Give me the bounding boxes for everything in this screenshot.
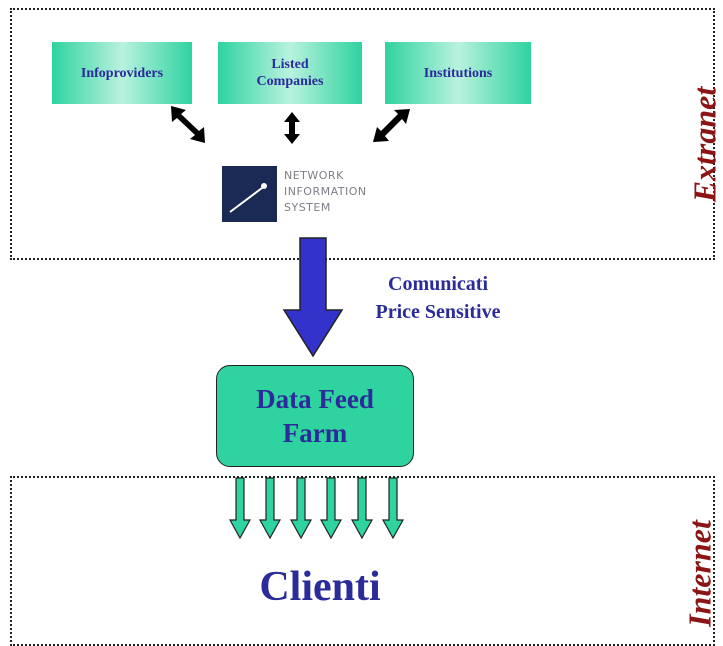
bidirectional-arrow-right-icon [373, 109, 410, 142]
flow-arrow-down-icon [284, 238, 342, 356]
feed-arrow-4-icon [321, 478, 341, 538]
feed-arrow-2-icon [260, 478, 280, 538]
feed-arrow-5-icon [352, 478, 372, 538]
feed-arrows-group [230, 478, 403, 538]
bidirectional-arrow-left-icon [171, 106, 205, 143]
feed-arrow-1-icon [230, 478, 250, 538]
feed-arrow-6-icon [383, 478, 403, 538]
feed-arrow-3-icon [291, 478, 311, 538]
bidirectional-arrow-center-icon [284, 112, 300, 144]
